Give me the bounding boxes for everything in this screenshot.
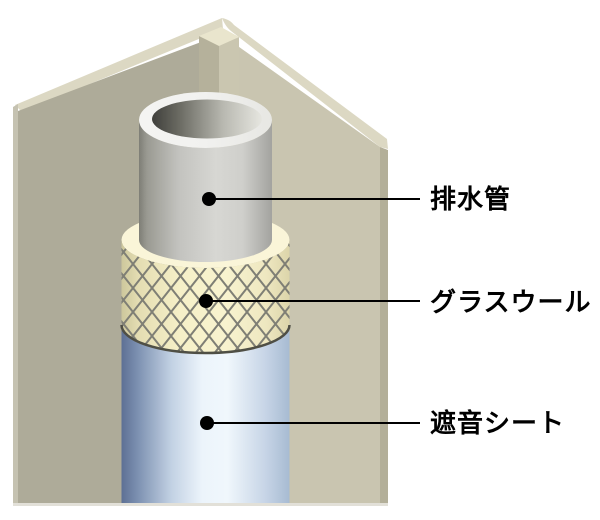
label-glass-wool: グラスウール (430, 287, 592, 317)
wall-right-side-edge (380, 147, 388, 503)
wall-right-top-bevel (222, 18, 388, 149)
leader-lines (206, 198, 420, 424)
sheet-cylinder (121, 325, 290, 503)
leader-dot-glass-wool (199, 294, 213, 308)
pipe-cylinder (139, 120, 272, 262)
sound-insulation-sheet-shape (121, 325, 290, 503)
leader-dots (199, 192, 216, 430)
leader-dot-sheet (200, 416, 214, 430)
wall-left-top-bevel (15, 18, 223, 112)
pipe-inner-hole (152, 99, 262, 139)
drain-pipe-shape (139, 92, 272, 262)
label-sound-insulation-sheet: 遮音シート (430, 408, 566, 438)
glass-wool-bottom-outline (120, 324, 291, 355)
label-drain-pipe: 排水管 (430, 184, 512, 214)
wall-left-side-edge (13, 104, 18, 503)
corner-post-top-face (199, 27, 239, 46)
floor-cut-edge (13, 503, 388, 506)
leader-dot-drain-pipe (202, 192, 216, 206)
